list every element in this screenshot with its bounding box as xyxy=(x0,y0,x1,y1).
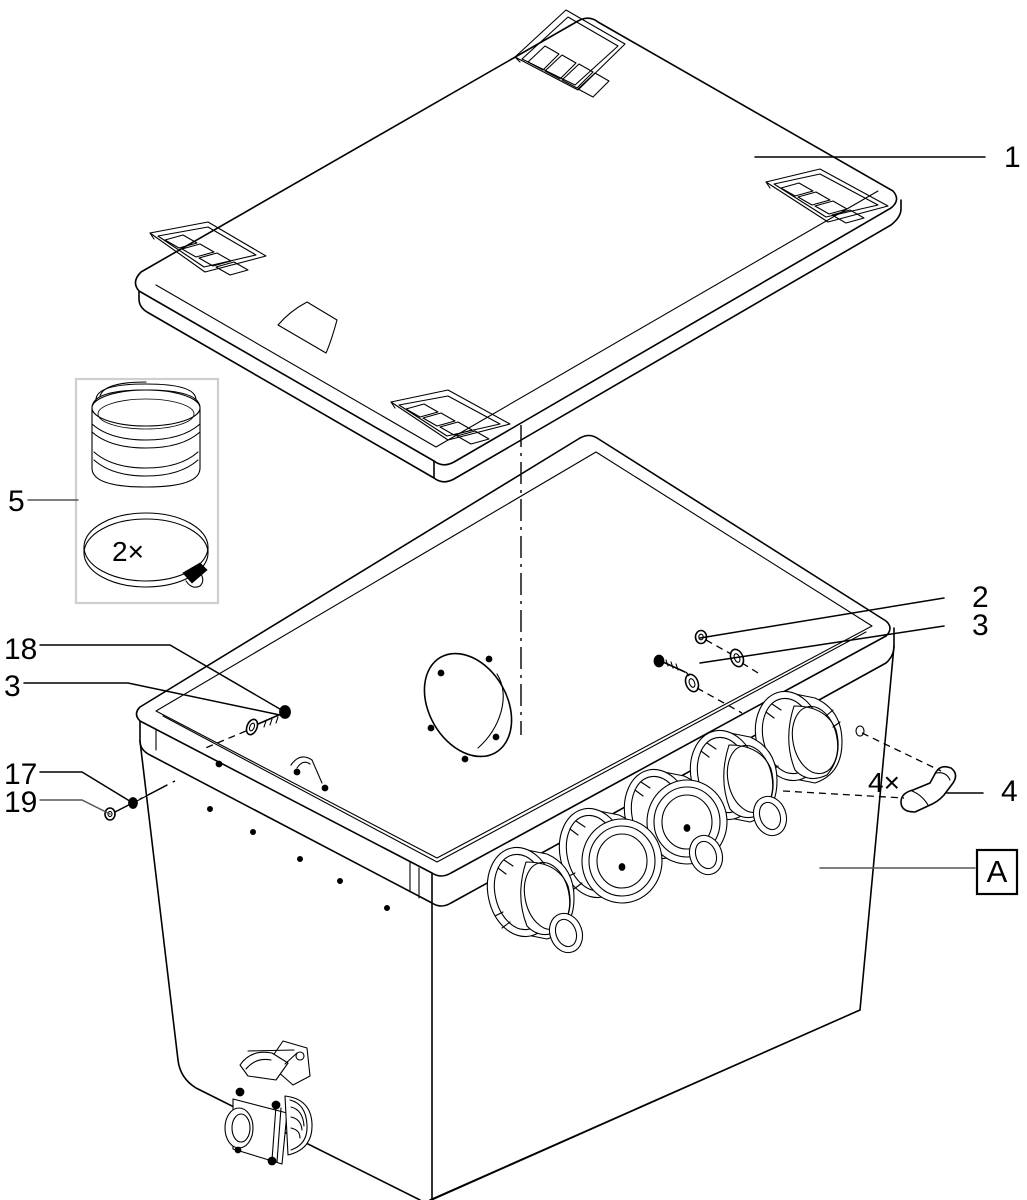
callout-4: 4 xyxy=(1001,775,1018,808)
assembly-dash-left xyxy=(202,730,247,750)
deck-hole-3 xyxy=(321,784,329,792)
hose-clamp xyxy=(83,512,209,588)
handle-dash-upper xyxy=(861,732,942,772)
quantity-hose-kit: 2× xyxy=(112,536,144,567)
leader-18 xyxy=(39,644,286,713)
assembly-dash-d xyxy=(741,662,759,674)
small-hardware-center-line xyxy=(114,780,176,813)
port-fitting-2[interactable] xyxy=(551,802,663,904)
port-fitting-1[interactable] xyxy=(479,841,588,957)
tank-rim-outer xyxy=(135,434,891,877)
callout-2: 2 xyxy=(972,581,989,614)
lid-grip-bottom xyxy=(390,389,511,445)
screw-right-lower xyxy=(653,654,686,673)
zone-marker-frame xyxy=(975,848,1019,896)
tank-rim-skirt xyxy=(139,627,895,907)
hardware-left[interactable] xyxy=(202,705,291,750)
inset-part-5[interactable] xyxy=(74,377,220,605)
assembly-dash-c xyxy=(705,639,732,655)
handle-mount-hole xyxy=(855,725,865,737)
washer-left xyxy=(245,718,259,736)
wall-hole-3 xyxy=(296,856,303,863)
callout-1: 1 xyxy=(1004,141,1021,174)
leader-3-right xyxy=(699,625,945,664)
callout-18: 18 xyxy=(4,633,37,666)
rim-bracket xyxy=(290,756,323,784)
drain-valve-assembly[interactable] xyxy=(224,1040,313,1166)
tank-rim-inner xyxy=(155,451,873,859)
part-handle[interactable] xyxy=(900,765,957,813)
handle-dash-lower xyxy=(782,790,905,799)
callout-5: 5 xyxy=(8,485,25,518)
callout-3-left: 3 xyxy=(4,670,21,703)
leader-17 xyxy=(39,771,134,804)
tank-left-wall xyxy=(139,740,421,1200)
lid-grip-top xyxy=(514,9,626,98)
quantity-handle: 4× xyxy=(868,767,900,798)
lid-grip-left xyxy=(149,221,267,276)
wall-hole-2 xyxy=(249,829,256,836)
assembly-dash-a xyxy=(685,671,690,677)
callout-19: 19 xyxy=(4,786,37,819)
wall-hole-4 xyxy=(336,878,343,885)
zone-marker-label: A xyxy=(987,854,1008,889)
leader-19 xyxy=(39,799,111,815)
port-fitting-4[interactable] xyxy=(682,724,792,840)
callout-3-right: 3 xyxy=(972,609,989,642)
leader-2 xyxy=(699,597,945,639)
small-nut xyxy=(104,807,116,821)
port-cluster[interactable] xyxy=(479,685,843,957)
lid-grip-right xyxy=(765,168,889,224)
deck-hole-2 xyxy=(293,768,301,776)
inspection-port xyxy=(423,652,513,763)
tank-rim-flange xyxy=(162,631,867,863)
wall-hole-1 xyxy=(206,806,213,813)
part-lid[interactable] xyxy=(134,9,902,483)
lid-inner-bevel xyxy=(155,190,879,448)
zone-marker-a[interactable]: A xyxy=(975,848,1019,896)
tank-body[interactable] xyxy=(135,434,895,1200)
hardware-small[interactable] xyxy=(104,780,176,821)
lid-edge-thickness xyxy=(138,199,902,483)
hose-bellows xyxy=(91,381,201,488)
deck-hole-1 xyxy=(215,760,223,768)
callout-17: 17 xyxy=(4,758,37,791)
leader-3-left xyxy=(23,682,281,716)
tank-bottom-right-edge xyxy=(431,1009,861,1200)
leader-lines xyxy=(23,156,986,869)
wall-hole-5 xyxy=(383,905,390,912)
lid-label-recess xyxy=(277,301,338,354)
assembly-dash-b xyxy=(696,687,743,714)
